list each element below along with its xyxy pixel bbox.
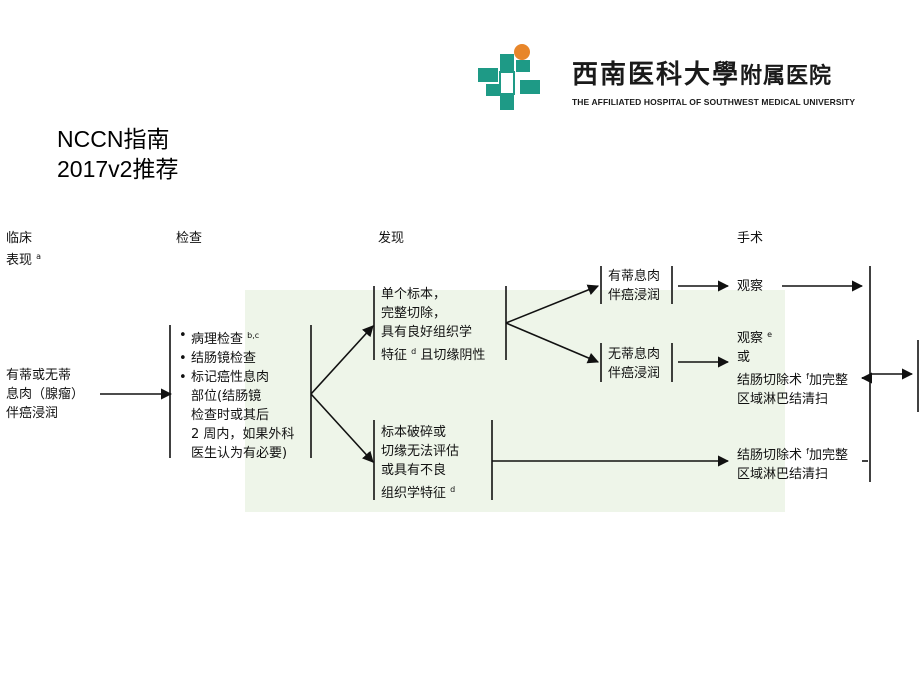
exam-item-marking-cont: 检查时或其后: [191, 408, 270, 423]
presentation-line: 有蒂或无蒂: [6, 368, 72, 383]
presentation-line: 伴癌浸润: [6, 406, 59, 421]
type-sessile-box: 无蒂息肉 伴癌浸润: [608, 347, 661, 381]
action-resection-box: 结肠切除术 f加完整 区域淋巴结清扫: [737, 447, 848, 482]
exam-item-pathology: 病理检查 b,c: [177, 326, 294, 349]
exam-item-marking-cont: 部位(结肠镜: [191, 389, 262, 404]
action-observe-box: 观察: [737, 279, 764, 294]
title-line-1: NCCN指南: [57, 126, 170, 152]
clinical-presentation-box: 有蒂或无蒂 息肉（腺瘤） 伴癌浸润: [6, 366, 84, 423]
exam-item-marking: 标记癌性息肉: [177, 368, 294, 387]
slide-title: NCCN指南 2017v2推荐: [57, 124, 178, 184]
logo-english-name: THE AFFILIATED HOSPITAL OF SOUTHWEST MED…: [572, 97, 856, 107]
action-sessile-box: 观察 e 或 结肠切除术 f加完整 区域淋巴结清扫: [737, 330, 848, 407]
exam-item-colonoscopy: 结肠镜检查: [177, 349, 294, 368]
presentation-line: 息肉（腺瘤）: [6, 387, 85, 402]
exam-item-marking-cont: 2 周内，如果外科: [191, 427, 295, 442]
exam-item-marking-cont: 医生认为有必要): [191, 446, 288, 461]
finding-unfavorable-box: 标本破碎或 切缘无法评估 或具有不良 组织学特征 d: [381, 425, 460, 501]
type-pedunculated-box: 有蒂息肉 伴癌浸润: [608, 269, 661, 303]
header-finding: 发现: [378, 231, 405, 246]
header-exam: 检查: [176, 231, 203, 246]
finding-favorable-box: 单个标本， 完整切除， 具有良好组织学 特征 d 且切缘阴性: [381, 287, 486, 363]
header-surgery: 手术: [737, 231, 764, 246]
header-clinical: 临床 表现 a: [6, 231, 42, 268]
logo: [476, 40, 876, 114]
logo-chinese-name: 西南医科大學附属医院: [572, 60, 833, 90]
hospital-cross-icon: [478, 44, 540, 110]
exam-list-box: 病理检查 b,c 结肠镜检查 标记癌性息肉 部位(结肠镜 检查时或其后 2 周内…: [177, 326, 294, 463]
title-line-2: 2017v2推荐: [57, 156, 179, 182]
